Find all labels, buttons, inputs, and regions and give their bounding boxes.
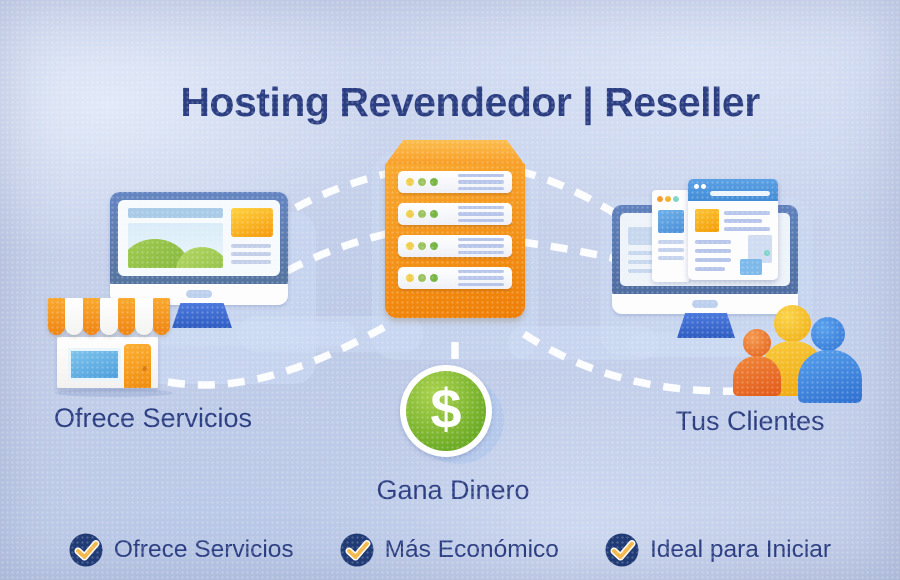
right-node-label: Tus Clientes: [675, 406, 825, 436]
text-line: [231, 244, 271, 248]
address-bar: [710, 191, 770, 196]
awning-stripe: [100, 298, 118, 335]
window-dot: [657, 196, 663, 202]
storefront-window: [68, 348, 121, 381]
awning-stripe: [152, 298, 170, 335]
text-line: [724, 211, 770, 215]
feature-label: Ideal para Iniciar: [649, 536, 832, 563]
awning-stripe: [65, 298, 83, 335]
bay-lines: [458, 237, 504, 255]
window-dot: [694, 184, 699, 189]
feature-label: Más Económico: [384, 536, 559, 563]
status-dot: [406, 210, 414, 218]
text-line: [695, 240, 731, 244]
status-dot: [406, 242, 414, 250]
teal-dot: [764, 250, 770, 256]
server-bay: [398, 235, 512, 257]
feature-label: Ofrece Servicios: [113, 536, 294, 563]
status-dot: [418, 242, 426, 250]
awning-stripe: [48, 298, 66, 335]
screen-block: [628, 227, 656, 245]
text-line: [695, 258, 731, 262]
check-icon: [340, 533, 374, 567]
text-line: [231, 252, 271, 256]
content-image-block: [695, 209, 719, 232]
monitor-stand: [677, 313, 735, 338]
server-bay: [398, 203, 512, 225]
text-line: [658, 240, 684, 244]
status-dot: [418, 274, 426, 282]
text-line: [658, 256, 684, 260]
monitor-button: [692, 300, 718, 308]
bay-lines: [458, 173, 504, 191]
dollar-symbol: $: [430, 377, 462, 440]
window-image-block: [658, 210, 684, 233]
hill-shape: [176, 247, 223, 268]
browser-window-icon: [652, 190, 690, 282]
text-line: [628, 251, 656, 255]
text-line: [231, 260, 271, 264]
server-icon: [385, 164, 525, 318]
status-dot: [418, 178, 426, 186]
server-bay: [398, 171, 512, 193]
person-head: [774, 305, 811, 342]
dollar-coin-icon: $: [400, 365, 492, 457]
awning-stripe: [135, 298, 153, 335]
monitor-screen: [118, 200, 280, 276]
text-line: [628, 269, 656, 273]
browser-window-icon: [688, 179, 778, 280]
storefront-awning: [48, 298, 170, 335]
server-bay: [398, 267, 512, 289]
left-node-label: Ofrece Servicios: [53, 403, 253, 433]
person-body: [798, 350, 862, 403]
storefront-door: [124, 344, 151, 388]
text-line: [695, 249, 731, 253]
webpage-image-thumbnail: [128, 223, 223, 268]
feature-item: Ofrece Servicios: [69, 533, 294, 567]
person-head: [743, 329, 771, 357]
monitor-stand: [172, 303, 232, 328]
feature-item: Ideal para Iniciar: [605, 533, 831, 567]
status-dot: [406, 178, 414, 186]
check-icon: [69, 533, 103, 567]
person-head: [811, 317, 845, 351]
text-line: [724, 227, 770, 231]
sidebar-block: [748, 235, 772, 263]
monitor-button: [186, 290, 212, 298]
blue-block: [740, 259, 762, 275]
window-dot: [673, 196, 679, 202]
feature-item: Más Económico: [340, 533, 559, 567]
text-line: [628, 260, 656, 264]
webpage-header-bar: [128, 208, 223, 218]
status-dot: [406, 274, 414, 282]
person-body: [733, 356, 781, 396]
bay-lines: [458, 269, 504, 287]
awning-stripe: [82, 298, 101, 335]
awning-stripe: [117, 298, 136, 335]
title-brand: Hosting: [180, 79, 330, 126]
server-top-face: [385, 140, 525, 165]
storefront-shadow: [55, 389, 173, 397]
bay-lines: [458, 205, 504, 223]
text-line: [724, 219, 762, 223]
text-line: [695, 267, 725, 271]
title-rest: Revendedor | Reseller: [339, 79, 760, 126]
status-dot: [418, 210, 426, 218]
window-dot: [665, 196, 671, 202]
status-dot: [430, 178, 438, 186]
status-dot: [430, 210, 438, 218]
text-line: [658, 248, 684, 252]
webpage-ad-block: [231, 208, 273, 237]
door-knob: [142, 366, 147, 371]
features-row: Ofrece Servicios Más Económico Ideal par…: [0, 533, 900, 567]
status-dot: [430, 274, 438, 282]
browser-header-bar: [688, 179, 778, 201]
check-icon: [605, 533, 639, 567]
center-node-label: Gana Dinero: [376, 475, 530, 505]
window-dot: [701, 184, 706, 189]
status-dot: [430, 242, 438, 250]
